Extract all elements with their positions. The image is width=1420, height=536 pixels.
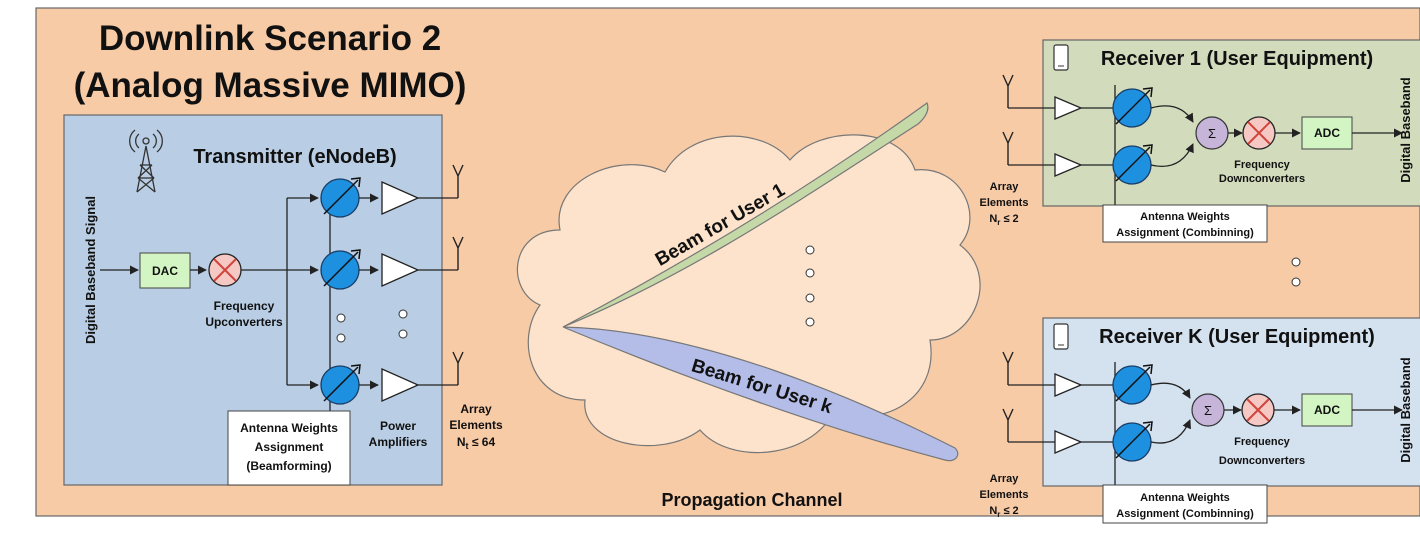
dac-label: DAC xyxy=(152,264,178,278)
rxk-array-label-line2: Elements xyxy=(980,489,1029,501)
rxk-downconverter-line2: Downconverters xyxy=(1219,455,1305,467)
tx-array-label-line1: Array xyxy=(460,402,492,416)
beam-user-1 xyxy=(562,102,929,328)
phase-shifter-icon xyxy=(1112,87,1153,128)
diagram-title-line1: Downlink Scenario 2 xyxy=(99,19,441,58)
vertical-ellipsis-icon xyxy=(336,309,408,343)
rx1-downconverter-line2: Downconverters xyxy=(1219,173,1305,185)
phase-shifter-icon xyxy=(320,364,361,405)
summer-symbol: Σ xyxy=(1204,403,1212,418)
rxk-output-label: Digital Baseband xyxy=(1398,357,1413,463)
rxk-array-label-line1: Array xyxy=(990,473,1020,485)
tx-array-count: Nt ≤ 64 xyxy=(457,435,496,451)
amplifier-label-line1: Power xyxy=(380,419,416,433)
receiver-1-panel: Receiver 1 (User Equipment) Σ ADC Freque… xyxy=(1042,39,1420,207)
rxk-array-count: Nr ≤ 2 xyxy=(989,505,1018,519)
transmitter-input-label: Digital Baseband Signal xyxy=(83,196,98,344)
phase-shifter-icon xyxy=(1112,421,1153,462)
adc-block xyxy=(1301,393,1353,427)
rx1-array-label-line2: Elements xyxy=(980,197,1029,209)
rx1-weights-line2: Assignment (Combinning) xyxy=(1116,227,1254,239)
beam-user-k xyxy=(562,326,959,462)
receiver-k-panel: Receiver K (User Equipment) Σ ADC Freque… xyxy=(1042,317,1420,487)
rx1-array-label-line1: Array xyxy=(990,181,1020,193)
rxk-downconverter-line1: Frequency xyxy=(1234,436,1291,448)
diagram-title-line2: (Analog Massive MIMO) xyxy=(74,66,467,105)
rx1-weights-box xyxy=(1102,204,1268,243)
receiver-1-title: Receiver 1 (User Equipment) xyxy=(1101,48,1373,70)
channel-label: Propagation Channel xyxy=(661,490,842,510)
amplifier-label-line2: Amplifiers xyxy=(369,435,428,449)
propagation-cloud xyxy=(516,134,981,454)
summer-symbol: Σ xyxy=(1208,126,1216,141)
rxk-weights-line1: Antenna Weights xyxy=(1140,492,1230,504)
vertical-ellipsis-icon xyxy=(1291,257,1301,287)
receiver-k-panel-bg xyxy=(1042,317,1420,487)
transmitter-panel: Transmitter (eNodeB) Digital Baseband Si… xyxy=(63,114,443,486)
adc-label: ADC xyxy=(1314,403,1340,417)
tx-weights-line3: (Beamforming) xyxy=(246,459,331,473)
mixer-icon xyxy=(1242,116,1276,150)
rx1-downconverter-line1: Frequency xyxy=(1234,159,1291,171)
rx1-output-label: Digital Baseband xyxy=(1398,77,1413,183)
cell-tower-icon xyxy=(129,129,163,193)
vertical-ellipsis-icon xyxy=(805,245,815,327)
tx-array-label-line2: Elements xyxy=(449,418,503,432)
rx1-array-count: Nr ≤ 2 xyxy=(989,213,1018,227)
tx-weights-box xyxy=(227,410,351,486)
adc-label: ADC xyxy=(1314,126,1340,140)
phase-shifter-icon xyxy=(1112,144,1153,185)
mixer-icon xyxy=(208,253,242,287)
rxk-weights-box xyxy=(1102,484,1268,524)
adc-block xyxy=(1301,116,1353,150)
transmitter-title: Transmitter (eNodeB) xyxy=(193,146,396,168)
rxk-weights-line2: Assignment (Combinning) xyxy=(1116,508,1254,520)
phase-shifter-icon xyxy=(320,249,361,290)
phase-shifter-icon xyxy=(320,177,361,218)
receiver-1-panel-bg xyxy=(1042,39,1420,207)
mixer-icon xyxy=(1241,393,1275,427)
tx-weights-line1: Antenna Weights xyxy=(240,421,338,435)
mobile-phone-icon xyxy=(1053,323,1069,350)
receiver-k-title: Receiver K (User Equipment) xyxy=(1099,326,1375,348)
upconverter-label-line2: Upconverters xyxy=(205,315,283,329)
tx-weights-line2: Assignment xyxy=(255,440,324,454)
phase-shifter-icon xyxy=(1112,364,1153,405)
mobile-phone-icon xyxy=(1053,44,1069,71)
upconverter-label-line1: Frequency xyxy=(214,299,275,313)
rx1-weights-line1: Antenna Weights xyxy=(1140,211,1230,223)
